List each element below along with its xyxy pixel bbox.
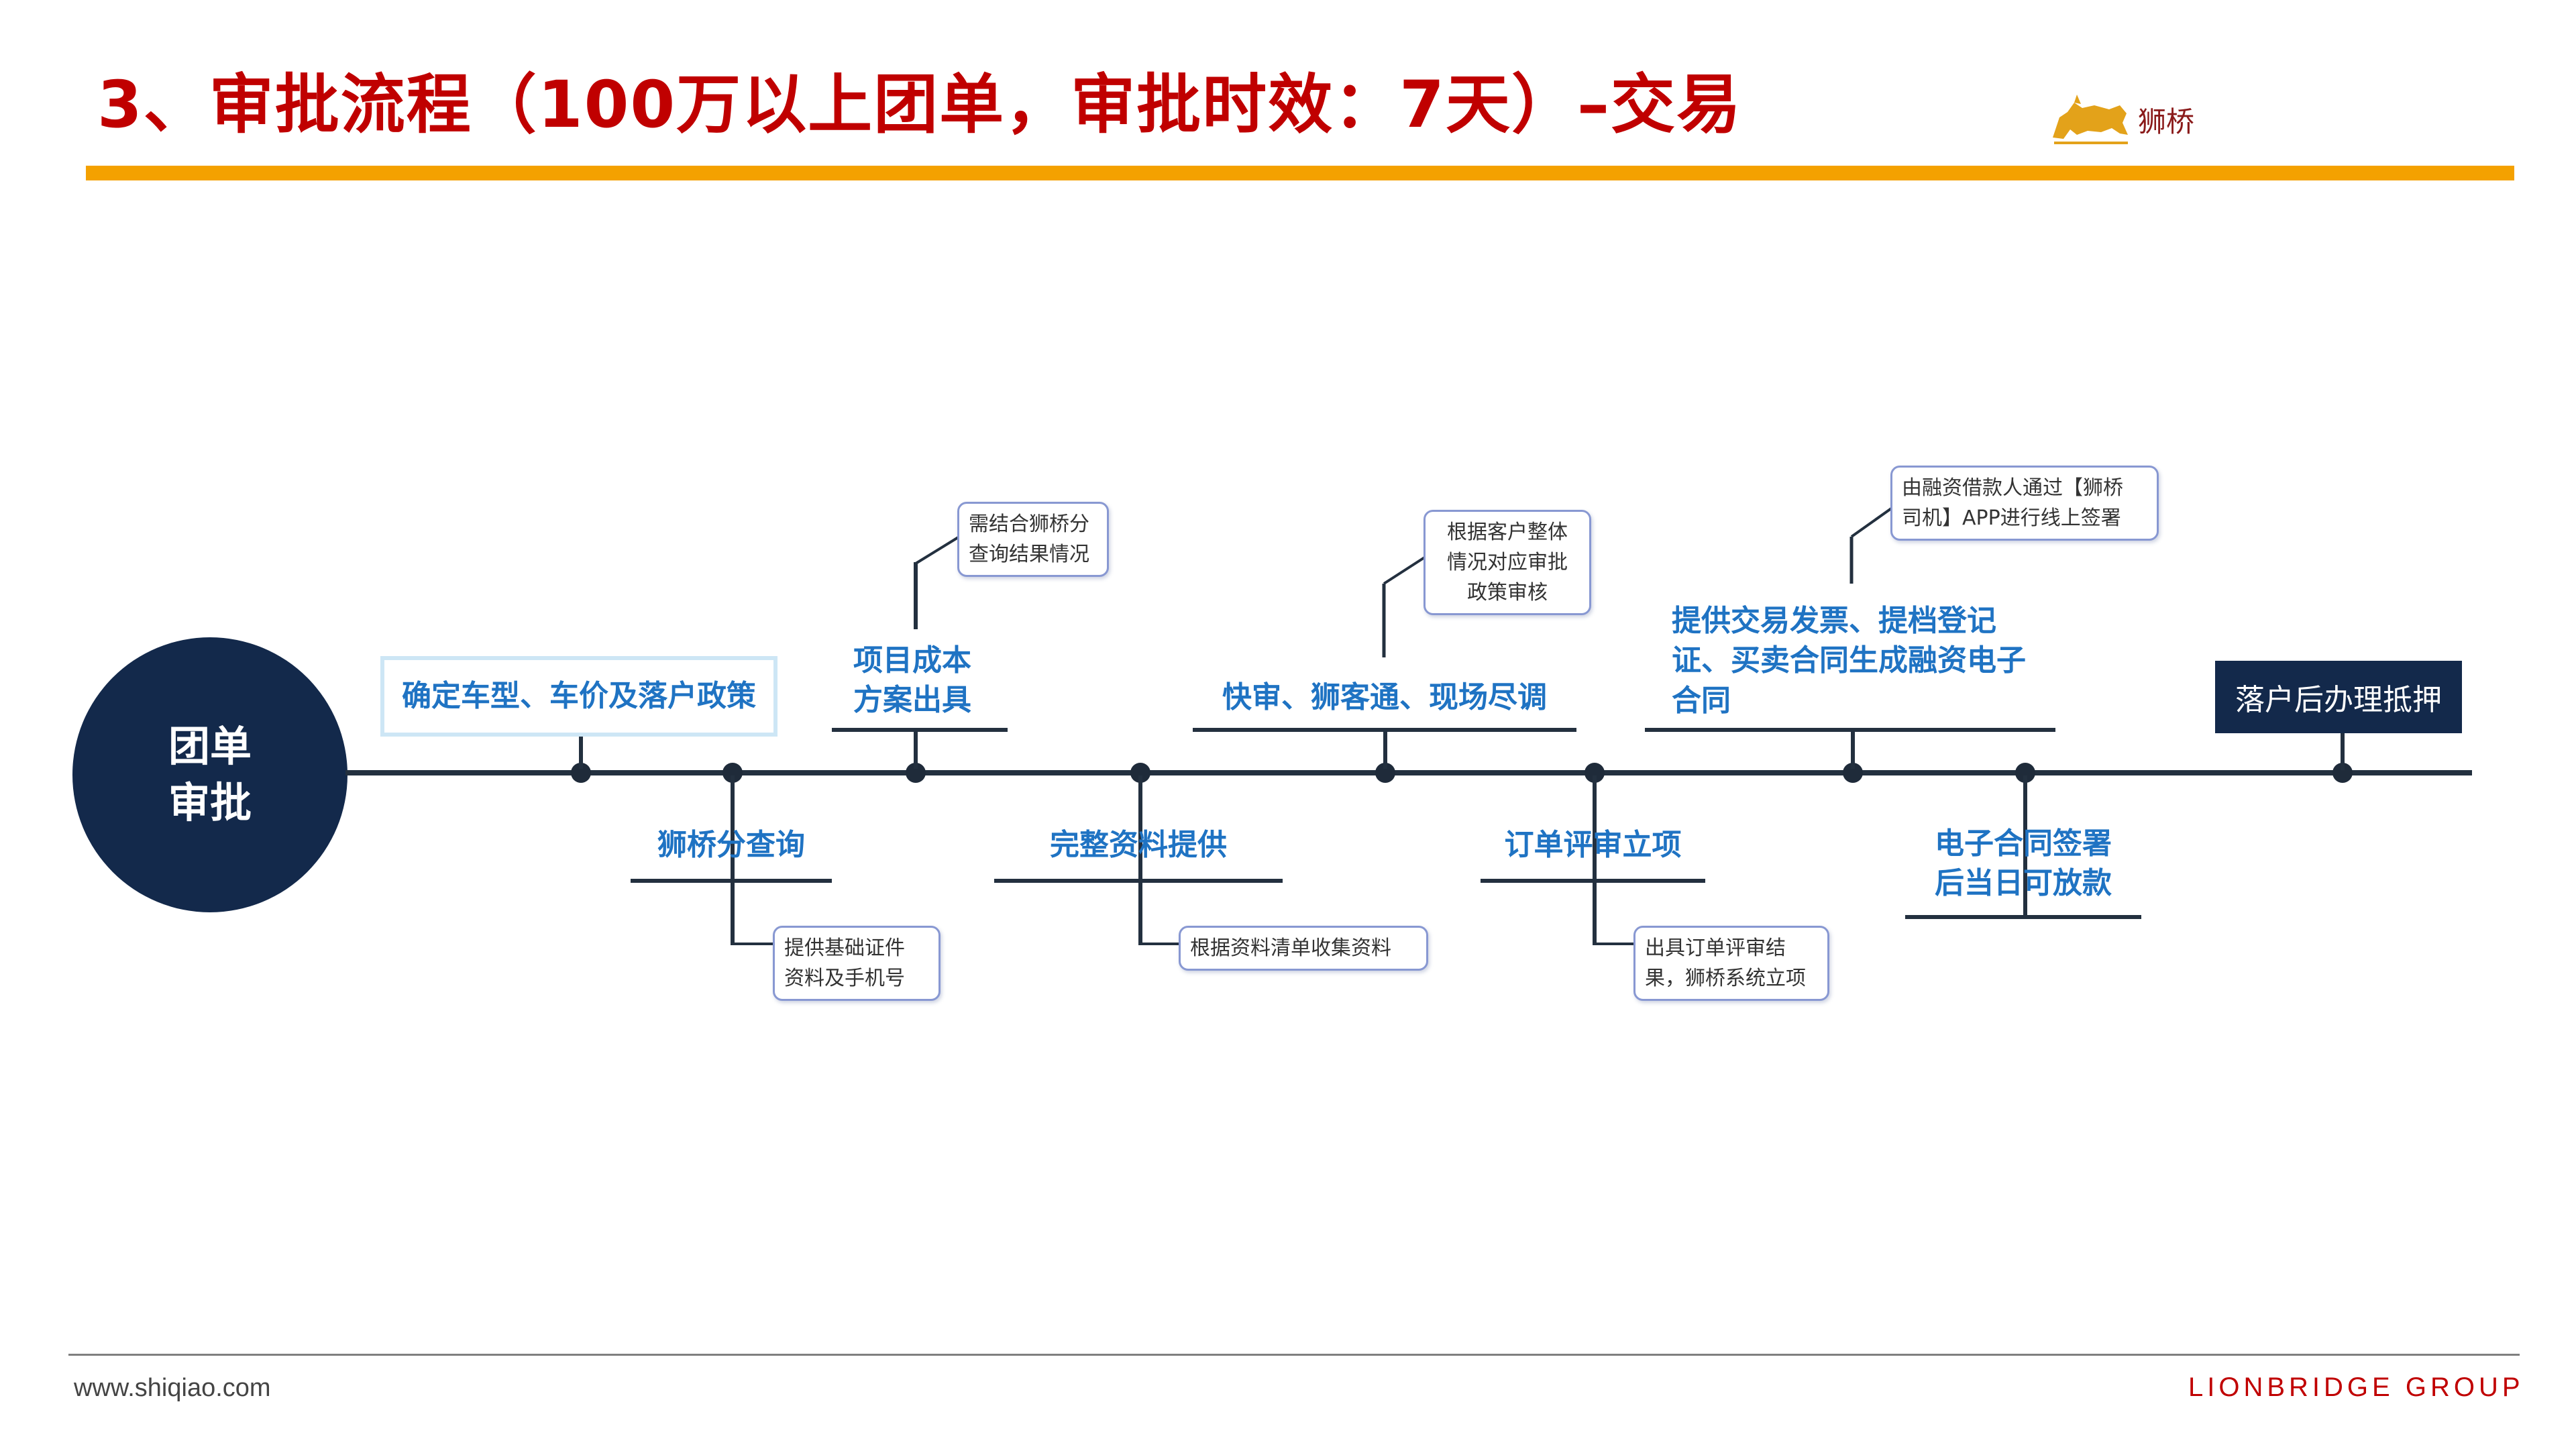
footer-url[interactable]: www.shiqiao.com (74, 1374, 271, 1402)
note-line: 资料及手机号 (784, 967, 905, 990)
label-line: 后当日可放款 (1935, 866, 2112, 901)
note-line: 出具订单评审结 (1645, 936, 1786, 960)
label-line: 提供交易发票、提档登记 (1672, 604, 1996, 638)
note-connector (731, 943, 774, 945)
step-stem (2341, 731, 2345, 770)
label-line: 项目成本 (853, 643, 971, 678)
step-full-documents-label: 完整资料提供 (1050, 828, 1227, 862)
note-line: 根据客户整体 (1447, 521, 1568, 544)
step-invoice-contract-label: 提供交易发票、提档登记 证、买卖合同生成融资电子 合同 (1672, 601, 2047, 720)
step-underline (1481, 879, 1705, 883)
step-underline (1645, 728, 2055, 732)
note-line: 查询结果情况 (969, 543, 1089, 566)
step-quick-review-note: 根据客户整体 情况对应审批 政策审核 (1424, 510, 1591, 615)
note-line: 司机】APP进行线上签署 (1902, 506, 2121, 530)
step-full-documents-note: 根据资料清单收集资料 (1179, 926, 1428, 971)
footer-divider (68, 1354, 2520, 1356)
step-mortgage-label: 落户后办理抵押 (2215, 661, 2462, 733)
logo-text: 狮桥 (2138, 105, 2195, 138)
step-invoice-contract-note: 由融资借款人通过【狮桥 司机】APP进行线上签署 (1890, 466, 2159, 541)
note-line: 提供基础证件 (784, 936, 905, 960)
label-line: 方案出具 (853, 683, 971, 718)
step-underline (1905, 915, 2141, 919)
note-connector (1138, 943, 1180, 945)
start-node-line2: 审批 (168, 778, 252, 827)
step-stem (579, 730, 583, 769)
step-e-contract-label: 电子合同签署 后当日可放款 (1905, 824, 2141, 904)
note-line: 由融资借款人通过【狮桥 (1902, 476, 2123, 500)
step-project-cost-label: 项目成本 方案出具 (832, 641, 993, 720)
step-order-review-note: 出具订单评审结 果，狮桥系统立项 (1633, 926, 1829, 1001)
step-confirm-model-label: 确定车型、车价及落户政策 (380, 656, 777, 737)
step-stem (2023, 775, 2027, 918)
label-line: 证、买卖合同生成融资电子 (1672, 643, 2026, 678)
step-order-review-label: 订单评审立项 (1504, 828, 1682, 862)
step-stem (1851, 730, 1855, 769)
step-stem (914, 730, 918, 769)
note-line: 情况对应审批 (1447, 551, 1568, 574)
step-stem (1383, 730, 1387, 769)
note-line: 果，狮桥系统立项 (1645, 967, 1806, 990)
step-stem (1593, 775, 1597, 881)
step-stem (731, 775, 735, 881)
note-line: 根据资料清单收集资料 (1190, 936, 1391, 960)
note-connector (731, 881, 735, 945)
page-title: 3、审批流程（100万以上团单，审批时效：7天）–交易 (97, 67, 1742, 142)
footer-brand: LIONBRIDGE GROUP (2188, 1373, 2524, 1402)
note-connector (1593, 943, 1635, 945)
lionbridge-logo (2047, 91, 2249, 151)
start-node-line1: 团单 (168, 722, 252, 771)
note-connector (1138, 881, 1142, 945)
note-connector (914, 562, 918, 629)
note-line: 需结合狮桥分 (969, 513, 1089, 536)
label-line: 合同 (1672, 683, 1731, 718)
step-underline (631, 879, 832, 883)
step-lionbridge-score-note: 提供基础证件 资料及手机号 (773, 926, 941, 1001)
step-project-cost-note: 需结合狮桥分 查询结果情况 (957, 502, 1109, 577)
start-node: 团单 审批 (72, 637, 347, 912)
step-underline (832, 728, 1008, 732)
lion-icon (2053, 95, 2128, 144)
step-stem (1138, 775, 1142, 881)
note-line: 政策审核 (1467, 581, 1548, 604)
header-divider (86, 166, 2514, 180)
label-line: 电子合同签署 (1935, 826, 2112, 861)
step-underline (994, 879, 1283, 883)
step-lionbridge-score-label: 狮桥分查询 (657, 828, 805, 862)
step-quick-review-label: 快审、狮客通、现场尽调 (1222, 680, 1547, 714)
note-connector (1593, 881, 1597, 945)
timeline-axis (345, 770, 2472, 775)
